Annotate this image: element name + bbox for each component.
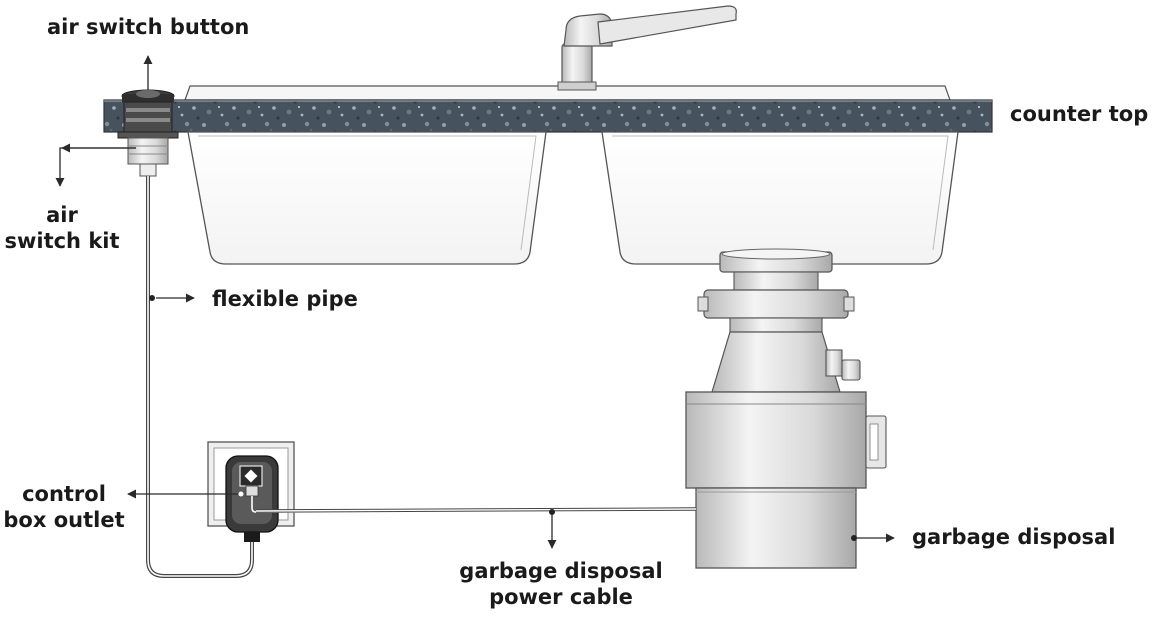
power-cable (255, 507, 697, 515)
control-box-outlet (207, 441, 296, 542)
label-counter-top: counter top (1010, 102, 1149, 126)
flexible-pipe (146, 176, 254, 578)
arrow-air-switch-kit (55, 143, 136, 187)
label-flexible-pipe: flexible pipe (212, 287, 358, 311)
faucet (557, 5, 737, 91)
sink-basin-left (187, 131, 547, 265)
label-control-box-outlet-line1: control (22, 482, 106, 506)
label-power-cable: garbage disposal power cable (446, 558, 676, 610)
label-garbage-disposal: garbage disposal (912, 525, 1116, 549)
label-air-switch-kit-line2: switch kit (4, 229, 120, 253)
label-air-switch-kit: air switch kit (0, 202, 124, 254)
arrow-garbage-disposal (851, 533, 895, 543)
label-power-cable-line2: power cable (489, 585, 633, 609)
label-control-box-outlet-line2: box outlet (3, 508, 125, 532)
label-control-box-outlet: control box outlet (0, 481, 128, 533)
label-air-switch-button: air switch button (47, 15, 250, 39)
air-switch-kit (117, 89, 179, 177)
sink-basin-right (601, 131, 959, 265)
garbage-disposal-unit (685, 248, 887, 569)
label-power-cable-line1: garbage disposal (459, 559, 663, 583)
label-air-switch-kit-line1: air (46, 203, 78, 227)
counter-top (103, 99, 993, 133)
